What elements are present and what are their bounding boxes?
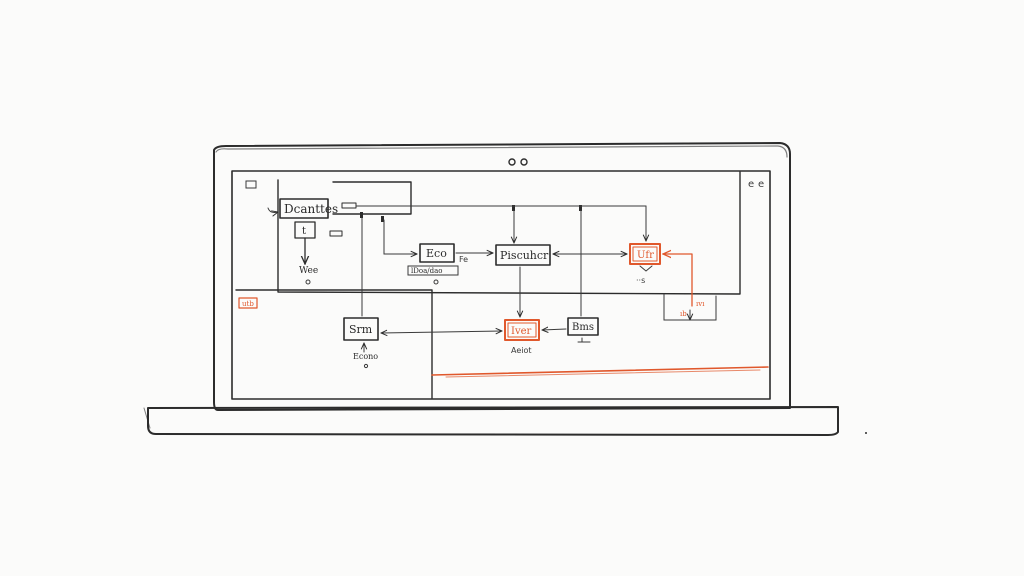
- webcam-dots-icon: [508, 158, 516, 166]
- node-orange-top: Ufr ··s: [629, 243, 661, 285]
- svg-text:ıvı: ıvı: [696, 300, 705, 308]
- lower-left-tag: utb: [238, 297, 258, 309]
- node-top-left-label: Dcanttes: [284, 202, 338, 216]
- node-orange-mid-sub: Aeiot: [511, 346, 532, 355]
- svg-text:ıb: ıb: [680, 310, 687, 318]
- node-top-left: Dcanttes t Wee: [267, 198, 338, 285]
- node-center: Piscuhcr: [495, 244, 551, 266]
- node-right-small-label: Bms: [572, 322, 594, 333]
- node-center-label: Piscuhcr: [500, 249, 549, 262]
- node-right-small: Bms: [567, 317, 599, 343]
- node-orange-top-sub: ··s: [636, 276, 645, 285]
- svg-text:t: t: [302, 226, 306, 237]
- inner-panels: [235, 171, 769, 399]
- laptop-outline: [143, 142, 839, 436]
- svg-text:e: e: [758, 179, 764, 190]
- node-small-label: Eco: [426, 247, 447, 260]
- node-small: Eco Fe lDoa/dao: [407, 243, 468, 285]
- panel-connectors: [329, 202, 582, 237]
- top-right-mark: e: [748, 179, 754, 190]
- node-small-sub: lDoa/dao: [411, 267, 442, 275]
- node-orange-mid: Iver Aeiot: [504, 319, 540, 355]
- node-orange-top-label: Ufr: [637, 250, 654, 261]
- node-top-left-sub: Wee: [299, 266, 318, 276]
- svg-text:Fe: Fe: [459, 255, 468, 264]
- screen-frame: e e: [231, 170, 771, 400]
- connector-lines: ıvı ıb: [355, 205, 705, 353]
- node-orange-mid-label: Iver: [511, 326, 532, 337]
- lower-left-tag-label: utb: [242, 300, 254, 308]
- node-left: Srm Econo: [343, 317, 379, 369]
- node-left-label: Srm: [349, 323, 373, 336]
- node-left-sub: Econo: [353, 352, 378, 361]
